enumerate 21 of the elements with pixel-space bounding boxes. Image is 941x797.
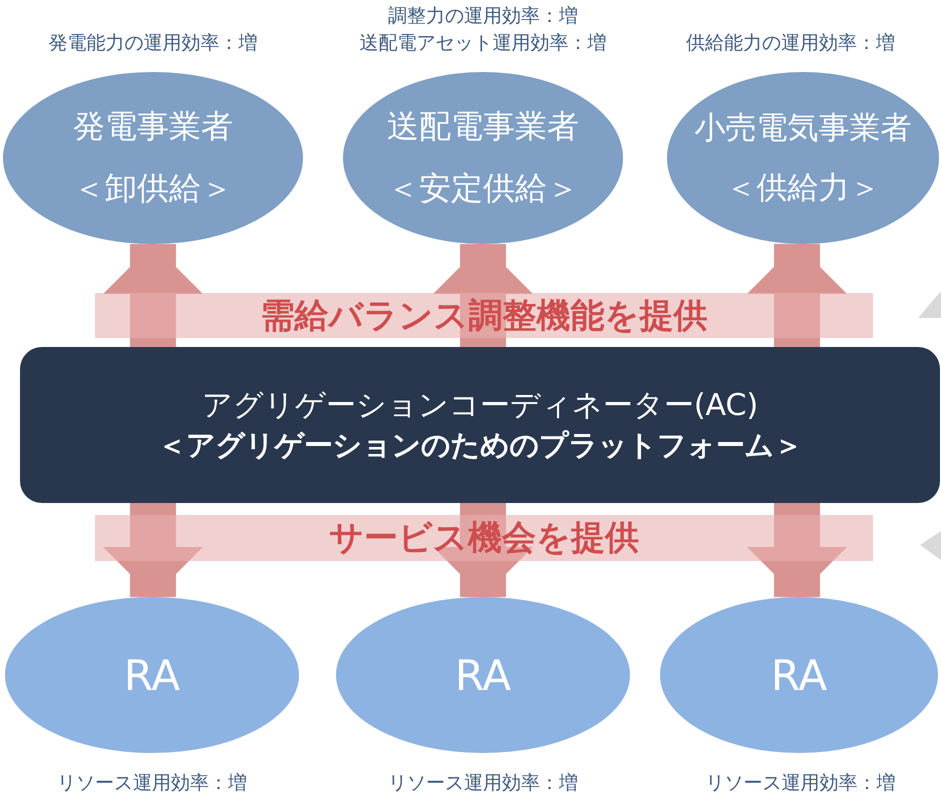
efficiency-note: 送配電アセット運用効率：増 <box>358 31 608 56</box>
platform-box <box>20 347 940 503</box>
node-label: RA <box>454 650 512 700</box>
banner-text: 需給バランス調整機能を提供 <box>260 294 708 338</box>
banner-text: サービス機会を提供 <box>329 517 639 560</box>
node-subtitle: ＜アグリゲーションのためのプラットフォーム＞ <box>158 426 802 464</box>
efficiency-note: リソース運用効率：増 <box>387 771 579 796</box>
efficiency-note: 調整力の運用効率：増 <box>387 4 579 29</box>
node-subtitle: ＜卸供給＞ <box>73 168 233 209</box>
efficiency-note: リソース運用効率：増 <box>704 771 896 796</box>
node-title: 発電事業者 <box>73 106 233 147</box>
node-subtitle: ＜供給力＞ <box>726 169 880 208</box>
node-subtitle: ＜安定供給＞ <box>387 168 579 209</box>
efficiency-note: リソース運用効率：増 <box>56 771 248 796</box>
node-label: RA <box>770 650 828 700</box>
node-title: 送配電事業者 <box>387 106 579 147</box>
node-title: 小売電気事業者 <box>694 109 912 148</box>
efficiency-note: 供給能力の運用効率：増 <box>685 31 896 56</box>
node-label: RA <box>124 650 180 700</box>
node-title: アグリゲーションコーディネーター(AC) <box>202 386 758 424</box>
efficiency-note: 発電能力の運用効率：増 <box>48 31 258 56</box>
